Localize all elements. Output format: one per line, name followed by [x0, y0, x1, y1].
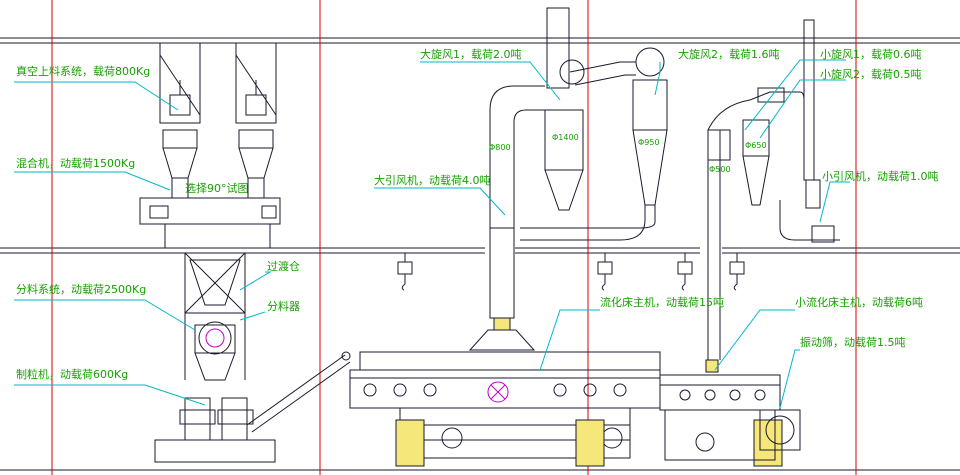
floor-lines [0, 37, 960, 471]
equipment-labels: 真空上料系统，载荷800Kg 混合机，动载荷1500Kg 选择90°试图 分料系… [16, 47, 939, 381]
label-cyclone-small-1: 小旋风1，载荷0.6吨 [820, 47, 922, 61]
label-cyclone-big-1: 大旋风1，载荷2.0吨 [420, 47, 522, 61]
label-cyclone-big-2: 大旋风2，载荷1.6吨 [678, 47, 780, 61]
dim-950: Φ950 [638, 138, 660, 147]
label-sieve: 振动筛，动载荷1.5吨 [800, 335, 906, 349]
splitter-structure [184, 252, 246, 381]
dim-1400: Φ1400 [552, 133, 579, 142]
label-fan-small: 小引风机，动载荷1.0吨 [822, 169, 939, 183]
granulator-unit [154, 351, 351, 463]
small-fluid-bed [659, 374, 801, 461]
support-pads [395, 317, 783, 467]
label-select-90: 选择90°试图 [185, 181, 249, 195]
label-fluid-bed-main: 流化床主机，动载荷15吨 [600, 295, 724, 309]
label-vacuum-feed: 真空上料系统，载荷800Kg [16, 64, 150, 78]
dim-800: Φ800 [489, 143, 511, 152]
label-material-system: 分料系统，动载荷2500Kg [16, 282, 146, 296]
label-fan-big: 大引风机，动载荷4.0吨 [374, 173, 491, 187]
leader-lines [14, 59, 850, 409]
label-cyclone-small-2: 小旋风2，载荷0.5吨 [820, 67, 922, 81]
label-splitter: 分料器 [267, 299, 300, 313]
label-mixer: 混合机，动载荷1500Kg [16, 156, 135, 170]
label-granulator: 制粒机，动载荷600Kg [16, 367, 128, 381]
column-grid [51, 0, 857, 475]
cyclones [489, 7, 840, 360]
label-transfer-unit: 过渡仓 [267, 259, 300, 273]
dim-650: Φ650 [745, 141, 767, 150]
dimension-labels: Φ800 Φ1400 Φ950 Φ650 Φ500 [489, 133, 767, 174]
vacuum-feed-units [139, 42, 281, 248]
dim-500: Φ500 [709, 165, 731, 174]
hoists [397, 253, 745, 291]
label-small-fluid-bed: 小流化床主机，动载荷6吨 [795, 295, 923, 309]
